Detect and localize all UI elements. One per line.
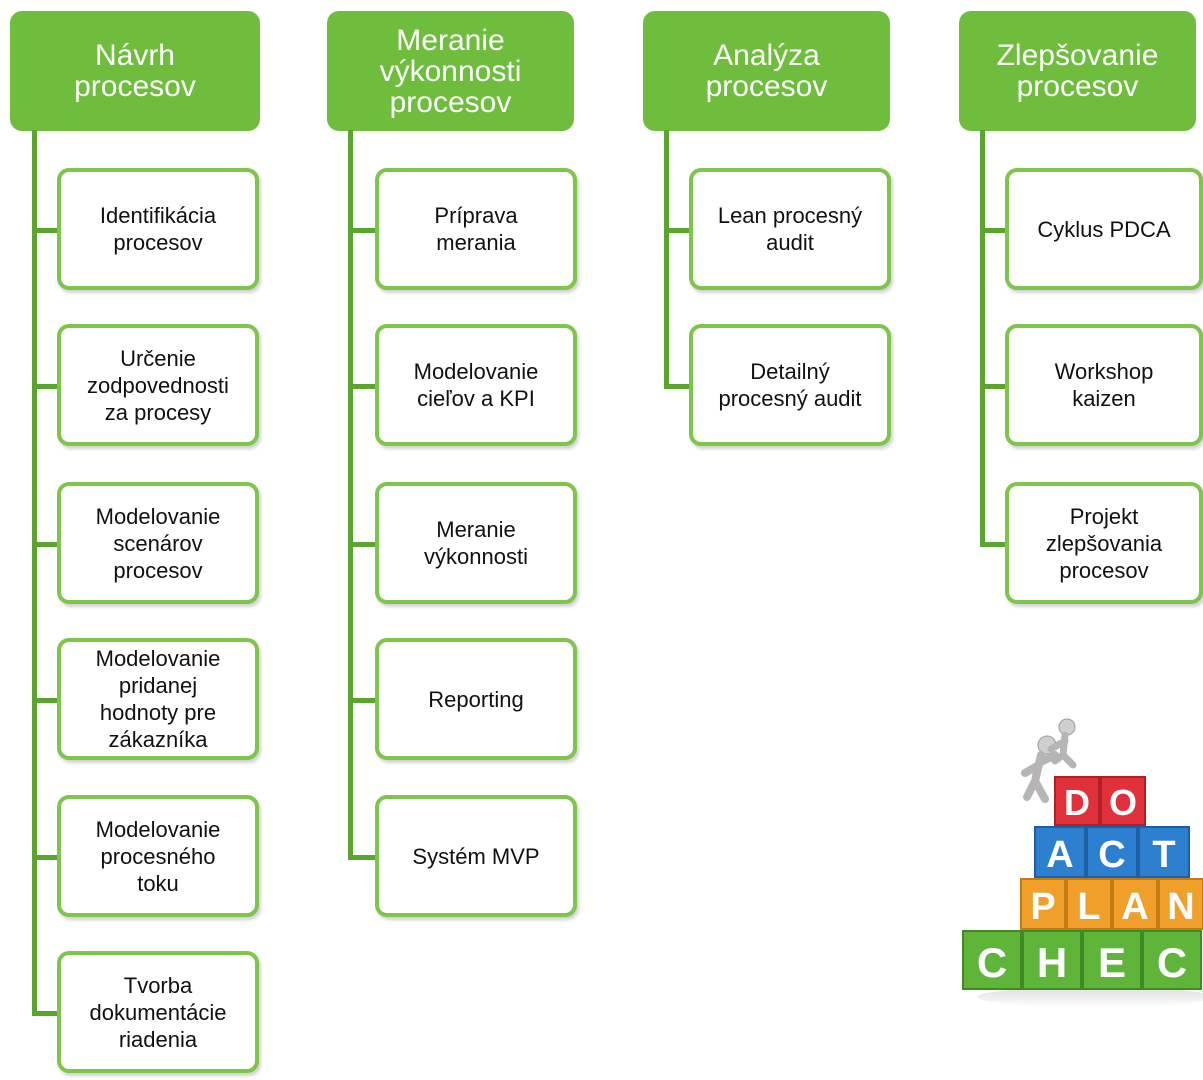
block-letter: E [1098,939,1126,986]
connector-branch [348,542,375,547]
block-letter: P [1030,886,1055,928]
block-letter: A [1046,834,1073,876]
ground-shadow [977,987,1203,1007]
process-item-box: Príprava merania [375,168,577,290]
process-item-box: Určenie zodpovednosti za procesy [57,324,259,446]
process-item-box: Projekt zlepšovania procesov [1005,482,1203,604]
connector-branch [980,542,1007,547]
connector-branch [32,384,57,389]
block-letter: T [1152,834,1175,876]
column-header: Meranie výkonnosti procesov [327,11,574,131]
connector-branch [348,228,375,233]
process-item-box: Modelovanie procesného toku [57,795,259,917]
connector-branch [348,698,375,703]
block-letter: C [1098,834,1125,876]
block-row-plan [1020,878,1203,930]
connector-trunk [664,130,669,388]
block-letter: A [1121,886,1148,928]
block-row-act [1034,826,1190,878]
pdca-blocks-illustration: D O A C T P L A N C H E C [962,718,1203,1007]
block-letter: L [1077,886,1100,928]
column-header: Zlepšovanie procesov [959,11,1196,131]
connector-branch [32,228,57,233]
connector-branch [32,542,57,547]
process-item-box: Meranie výkonnosti [375,482,577,604]
connector-branch [32,698,57,703]
process-item-box: Modelovanie pridanej hodnoty pre zákazní… [57,638,259,760]
process-item-box: Systém MVP [375,795,577,917]
connector-branch [980,384,1007,389]
process-item-box: Modelovanie scenárov procesov [57,482,259,604]
block-letter: D [1064,782,1090,823]
climbing-figures-icon [1021,718,1077,803]
connector-branch [348,855,375,860]
process-item-box: Cyklus PDCA [1005,168,1203,290]
connector-branch [32,1011,57,1016]
connector-trunk [348,130,353,860]
process-item-box: Reporting [375,638,577,760]
connector-branch [980,228,1007,233]
block-letter: H [1037,939,1067,986]
connector-branch [348,384,375,389]
connector-trunk [32,130,37,715]
block-letter: N [1167,886,1194,928]
process-item-box: Identifikácia procesov [57,168,259,290]
connector-branch [664,384,691,389]
process-item-box: Workshop kaizen [1005,324,1203,446]
process-item-box: Detailný procesný audit [689,324,891,446]
process-item-box: Modelovanie cieľov a KPI [375,324,577,446]
process-item-box: Tvorba dokumentácie riadenia [57,951,259,1073]
connector-branch [32,855,57,860]
block-row-check [962,930,1202,990]
column-header: Návrh procesov [10,11,260,131]
process-item-box: Lean procesný audit [689,168,891,290]
block-letter: C [1157,939,1187,986]
block-row-do [1054,776,1146,826]
block-letter: C [977,939,1007,986]
column-header: Analýza procesov [643,11,890,131]
connector-trunk [980,130,985,547]
connector-trunk [32,715,37,1016]
block-letter: O [1109,782,1137,823]
connector-branch [664,228,691,233]
